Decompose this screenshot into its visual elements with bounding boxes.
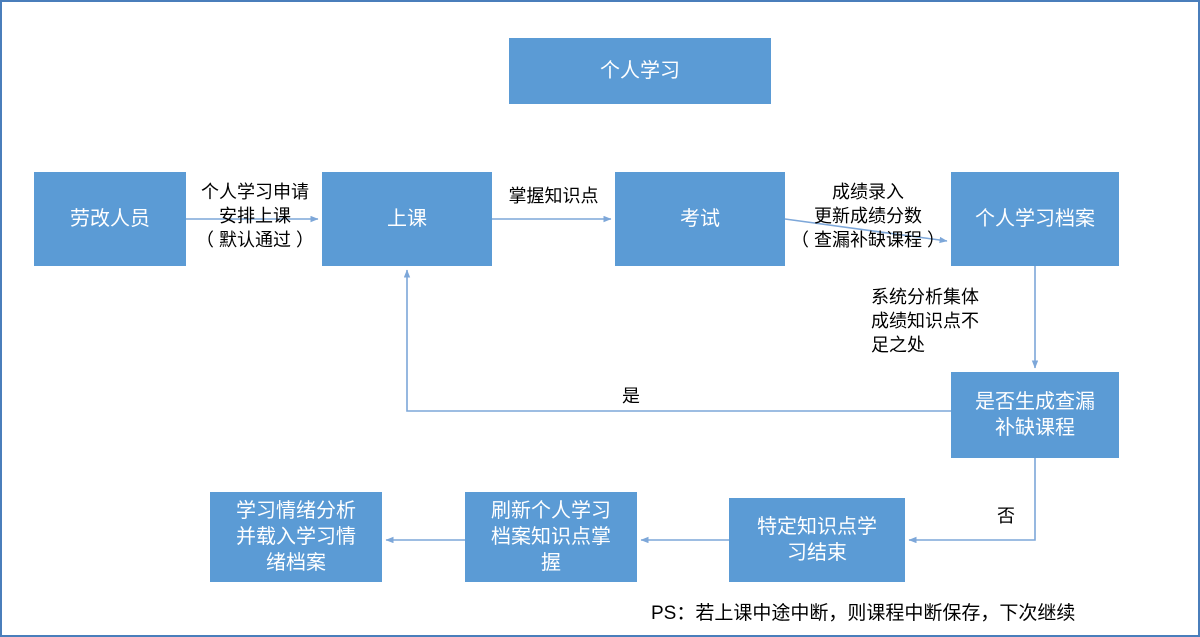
node-gap-course-decision[interactable]: 是否生成查漏 补缺课程 [951, 372, 1119, 458]
node-label: 上课 [387, 208, 427, 230]
node-label: 学习情绪分析 并载入学习情 绪档案 [236, 500, 356, 574]
edge-label-no: 否 [997, 506, 1015, 526]
node-specific-end[interactable]: 特定知识点学 习结束 [729, 498, 905, 582]
node-label: 特定知识点学 习结束 [757, 516, 877, 564]
node-label: 考试 [680, 208, 720, 230]
node-label: 个人学习 [600, 60, 680, 82]
node-study-archive[interactable]: 个人学习档案 [951, 172, 1119, 266]
edge-decision-yes-to-class [403, 269, 951, 412]
node-label: 刷新个人学习 档案知识点掌 握 [491, 500, 611, 574]
node-label: 个人学习档案 [975, 208, 1095, 230]
node-label: 是否生成查漏 补缺课程 [975, 391, 1095, 439]
edge-label-apply-arrange: 个人学习申请 安排上课 （ 默认通过 ） [195, 182, 314, 250]
edge-label-master-knowledge: 掌握知识点 [508, 186, 599, 206]
edge-label-system-analysis: 系统分析集体 成绩知识点不 足之处 [871, 287, 979, 355]
edge-label-score-entry: 成绩录入 更新成绩分数 （ 查漏补缺课程 ） [790, 182, 945, 250]
node-inmate[interactable]: 劳改人员 [34, 172, 186, 266]
node-refresh-archive[interactable]: 刷新个人学习 档案知识点掌 握 [465, 492, 637, 582]
footnote-ps: PS：若上课中途中断，则课程中断保存，下次继续 [651, 603, 1076, 624]
node-exam[interactable]: 考试 [615, 172, 785, 266]
node-attend-class[interactable]: 上课 [322, 172, 492, 266]
node-emotion-analysis[interactable]: 学习情绪分析 并载入学习情 绪档案 [210, 492, 382, 582]
node-personal-study[interactable]: 个人学习 [509, 38, 771, 104]
edge-label-yes: 是 [622, 386, 640, 406]
node-label: 劳改人员 [70, 208, 150, 230]
